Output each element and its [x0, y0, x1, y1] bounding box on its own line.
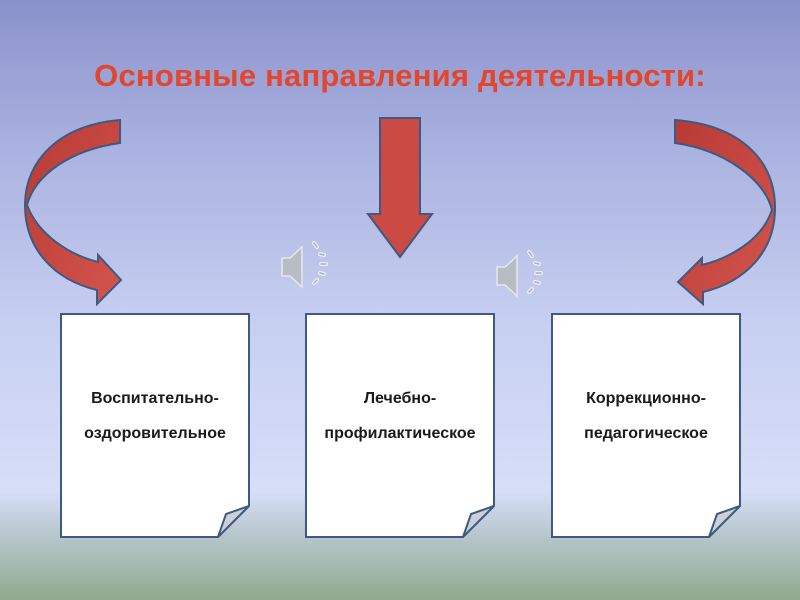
speaker-icon[interactable]	[281, 241, 328, 289]
right-curved-arrow	[674, 118, 777, 307]
left-curved-arrow	[23, 118, 123, 307]
card-vospitatelno: Воспитательно-оздоровительное	[60, 313, 250, 538]
card-line2: профилактическое	[324, 425, 476, 442]
card-line1: Воспитательно-	[91, 390, 219, 407]
folded-page-shape	[551, 313, 741, 538]
card-line2: педагогическое	[584, 425, 708, 442]
card-lechebno: Лечебно-профилактическое	[305, 313, 495, 538]
folded-page-shape	[305, 313, 495, 538]
card-line1: Лечебно-	[363, 390, 437, 407]
speaker-icon[interactable]	[496, 250, 543, 298]
card-line1: Коррекционно-	[586, 390, 706, 407]
center-down-arrow	[366, 117, 434, 259]
slide-title: Основные направления деятельности:	[94, 58, 706, 93]
folded-page-shape	[60, 313, 250, 538]
card-line2: оздоровительное	[84, 425, 226, 442]
card-korrekcionno: Коррекционно-педагогическое	[551, 313, 741, 538]
